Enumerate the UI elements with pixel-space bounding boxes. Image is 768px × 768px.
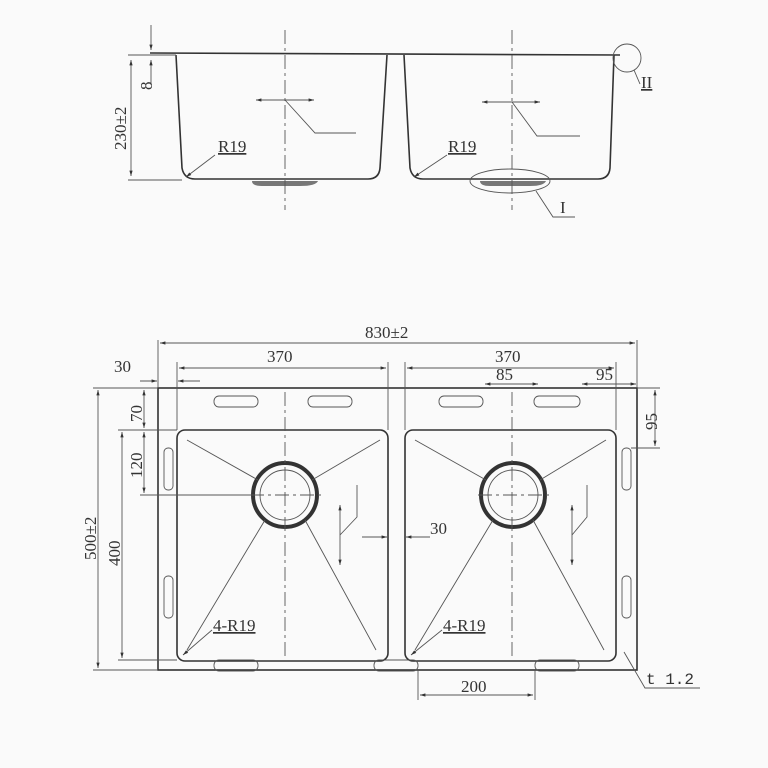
detail-2-circle	[612, 43, 642, 73]
detail-2-label: II	[641, 73, 653, 92]
clip-offset-right-label: 95	[596, 365, 613, 384]
right-bowl-profile	[403, 54, 615, 180]
bottom-spacing-label: 200	[461, 677, 487, 696]
bowl-width-left-label: 370	[267, 347, 293, 366]
corner-radius-right-label: 4-R19	[443, 616, 486, 635]
detail-1-circle	[469, 168, 551, 194]
height-dim-label: 230±2	[111, 107, 130, 150]
radius-left-label: R19	[218, 137, 246, 156]
left-bowl-profile	[175, 54, 388, 180]
left-margin-label: 30	[114, 357, 131, 376]
right-bowl	[404, 429, 617, 662]
right-drain-section	[480, 181, 546, 186]
divider-width-label: 30	[430, 519, 447, 538]
mounting-clips	[163, 395, 632, 672]
clip-offset-vertical-label: 95	[642, 413, 661, 430]
drain-offset-label: 120	[127, 453, 146, 479]
rim-front-label: 70	[127, 405, 146, 422]
rim-line	[149, 52, 621, 56]
thickness-label: t 1.2	[646, 671, 694, 689]
overall-depth-label: 500±2	[81, 517, 100, 560]
bowl-width-right-label: 370	[495, 347, 521, 366]
top-view: 830±2 370 370 30 85 95 95 500±2 400 70 1…	[81, 323, 700, 700]
corner-radius-left-label: 4-R19	[213, 616, 256, 635]
rim-dim-label: 8	[137, 82, 156, 91]
left-bowl	[176, 429, 389, 662]
sink-outline	[157, 387, 638, 671]
bowl-depth-label: 400	[105, 541, 124, 567]
radius-right-label: R19	[448, 137, 476, 156]
clip-spacing-label: 85	[496, 365, 513, 384]
overall-width-label: 830±2	[365, 323, 408, 342]
detail-1-label: I	[560, 198, 566, 217]
side-view: 230±2 8 R19 R19 I II	[111, 25, 653, 218]
